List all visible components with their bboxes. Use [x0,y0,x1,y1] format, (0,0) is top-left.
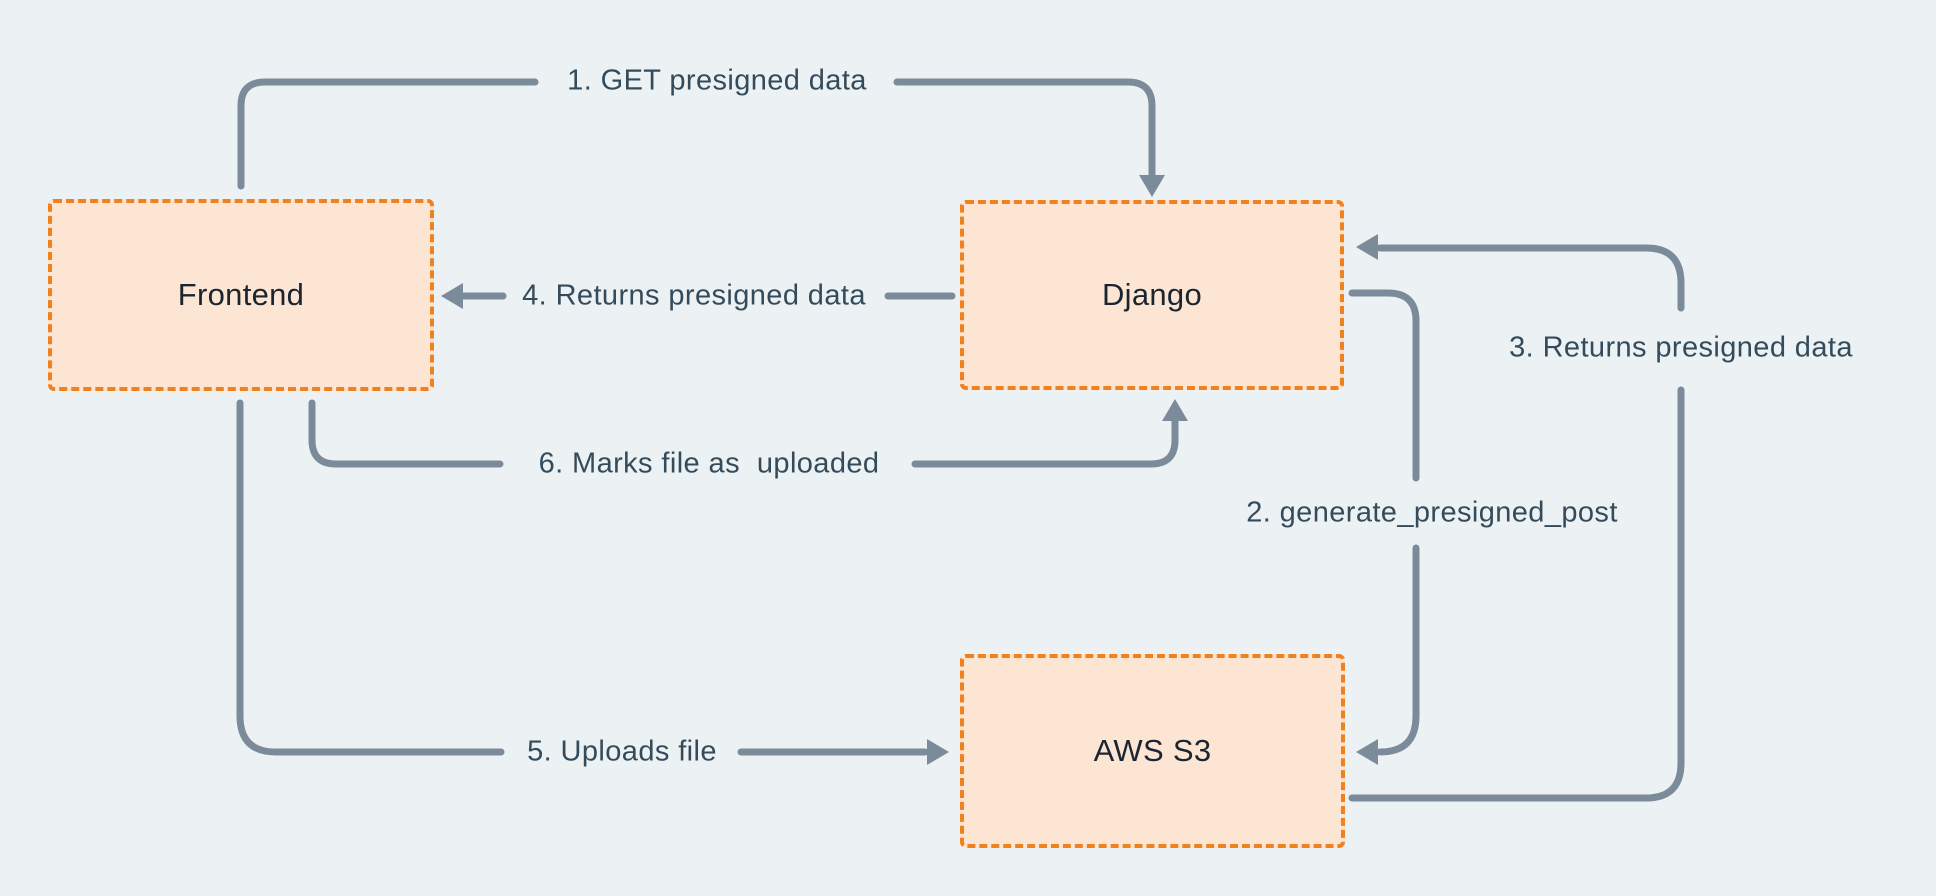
node-frontend-label: Frontend [177,277,305,312]
arrow-6-head-up [1162,399,1188,421]
arrow-6-line-right [911,417,1179,468]
arrow-1-head-down [1139,175,1165,197]
arrow-3-head-left [1356,234,1378,260]
arrow-3-line-top [1376,244,1685,312]
node-django: Django [960,200,1344,390]
node-frontend: Frontend [48,199,434,391]
arrow-3-line-bottom [1348,386,1685,802]
arrow-1-line-right [893,78,1156,181]
arrow-2-line-bottom [1376,544,1420,756]
arrow-1-line-left [237,78,539,190]
edge-label-uploads-file: 5. Uploads file [527,735,717,768]
edge-label-returns-presigned-data-frontend: 4. Returns presigned data [522,279,866,312]
arrow-5-line-left [236,399,505,756]
arrow-5-head-right [927,739,949,765]
arrow-2-line-top [1348,289,1420,482]
node-aws-s3: AWS S3 [960,654,1345,848]
arrow-6-line-left [308,399,504,468]
arrow-2-head-left [1356,739,1378,765]
edge-label-get-presigned-data: 1. GET presigned data [567,64,867,97]
edge-label-generate-presigned-post: 2. generate_presigned_post [1246,496,1618,529]
edge-label-returns-presigned-data-s3: 3. Returns presigned data [1509,331,1853,364]
arrow-4-head-left [441,283,463,309]
edge-label-marks-file-uploaded: 6. Marks file as uploaded [538,447,880,480]
node-django-label: Django [1101,277,1203,312]
node-aws-s3-label: AWS S3 [1093,733,1212,768]
